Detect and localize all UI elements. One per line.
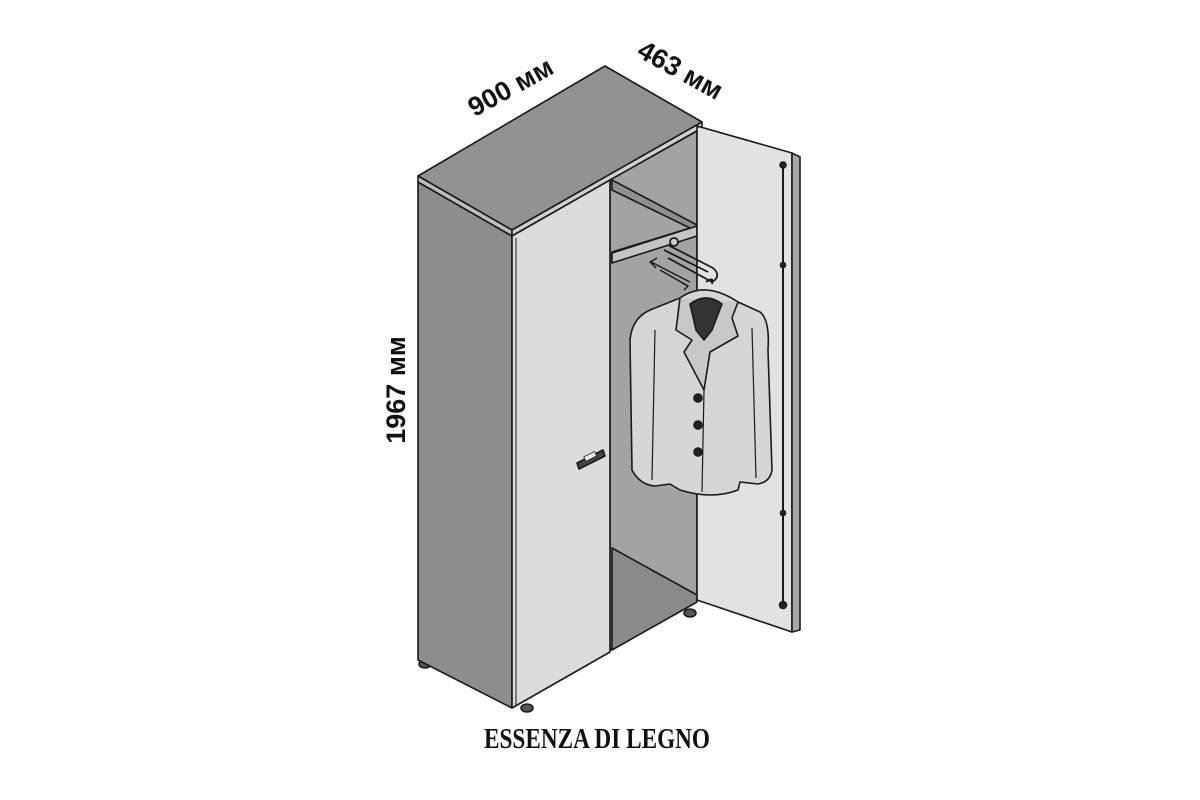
side-panel	[417, 181, 513, 709]
caption: ESSENZA DI LEGNO	[484, 723, 710, 755]
height-dimension-label: 1967 мм	[381, 336, 411, 444]
foot	[683, 608, 697, 618]
left-door	[511, 179, 611, 709]
interior-floor	[611, 547, 698, 651]
foot	[520, 703, 534, 713]
coat-icon	[629, 278, 773, 496]
door-handle-icon	[576, 449, 606, 470]
slide-arrow-icon	[649, 257, 691, 291]
right-door-edge	[791, 152, 801, 633]
